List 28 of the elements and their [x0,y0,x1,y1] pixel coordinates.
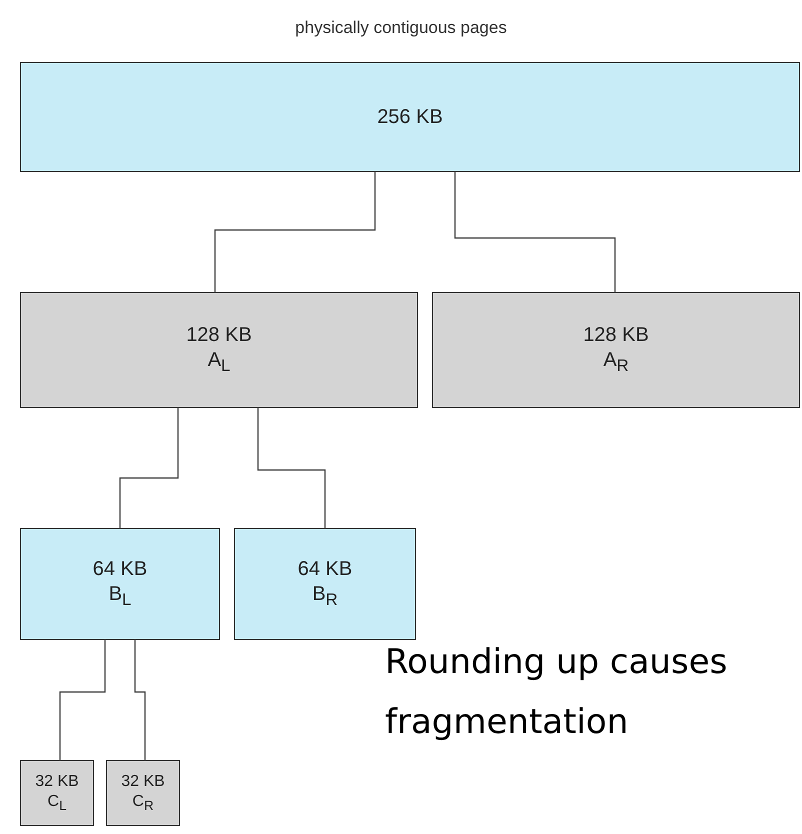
block-name: C$_{L}$ [48,792,66,814]
block-name: B$_{L}$ [108,582,132,611]
size-label: 32 KB [35,772,79,792]
diagram-title: physically contiguous pages [294,18,508,38]
buddy-block [234,528,416,640]
buddy-block [432,292,800,408]
size-label: 128 KB [186,323,252,348]
block-name: C$_{R}$ [132,792,154,814]
block-name: A$_{L}$ [208,348,230,377]
connector-line [119,408,179,528]
size-label: 256 KB [377,104,443,130]
memory-segment [20,62,800,172]
size-label: 32 KB [121,772,165,792]
connector-line [59,640,106,760]
buddy-block [20,292,418,408]
buddy-block [20,760,94,826]
size-label: 128 KB [583,323,649,348]
block-name: A$_{R}$ [603,348,629,377]
connector-line [257,408,326,528]
size-label: 64 KB [298,557,352,582]
connector-line [214,172,376,292]
block-name: B$_{R}$ [312,582,338,611]
buddy-block [106,760,180,826]
note-text: Rounding up causes fragmentation [385,641,728,744]
connector-line [134,640,146,760]
connector-line [454,172,616,292]
buddy-block [20,528,220,640]
size-label: 64 KB [92,557,148,582]
